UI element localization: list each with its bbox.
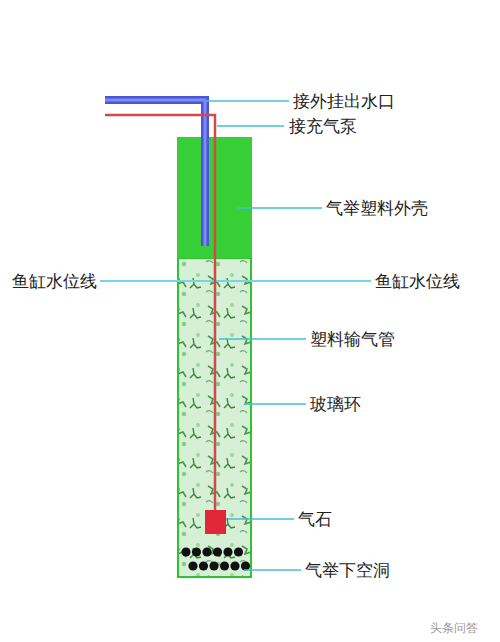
air-pump-label: 接充气泵	[289, 116, 357, 136]
water-level-label: 鱼缸水位线	[12, 271, 97, 291]
leader-lines	[206, 101, 322, 570]
outlet-pipe-highlight	[105, 100, 205, 246]
bottom-hole-label: 气举下空洞	[305, 560, 390, 580]
hole	[209, 561, 218, 570]
hole	[188, 561, 197, 570]
hole	[241, 561, 250, 570]
hole	[223, 547, 232, 556]
hole	[199, 561, 208, 570]
hole	[181, 547, 190, 556]
outlet-pipe	[105, 100, 205, 246]
water-level-line	[100, 280, 371, 282]
air-stone-label: 气石	[298, 509, 332, 529]
hole	[220, 561, 229, 570]
glass-ring-label: 玻璃环	[310, 394, 361, 414]
watermark: 头条问答	[430, 618, 478, 638]
water-level-label: 鱼缸水位线	[375, 271, 460, 291]
air-tube-label: 塑料输气管	[310, 329, 395, 349]
outlet-label: 接外挂出水口	[293, 91, 395, 111]
hole	[230, 561, 239, 570]
hole	[192, 547, 201, 556]
hole	[213, 547, 222, 556]
bottom-holes	[181, 547, 250, 570]
housing-label: 气举塑料外壳	[326, 198, 428, 218]
hole	[202, 547, 211, 556]
hole	[234, 547, 243, 556]
air-stone	[205, 510, 226, 534]
air-tube	[105, 115, 215, 512]
